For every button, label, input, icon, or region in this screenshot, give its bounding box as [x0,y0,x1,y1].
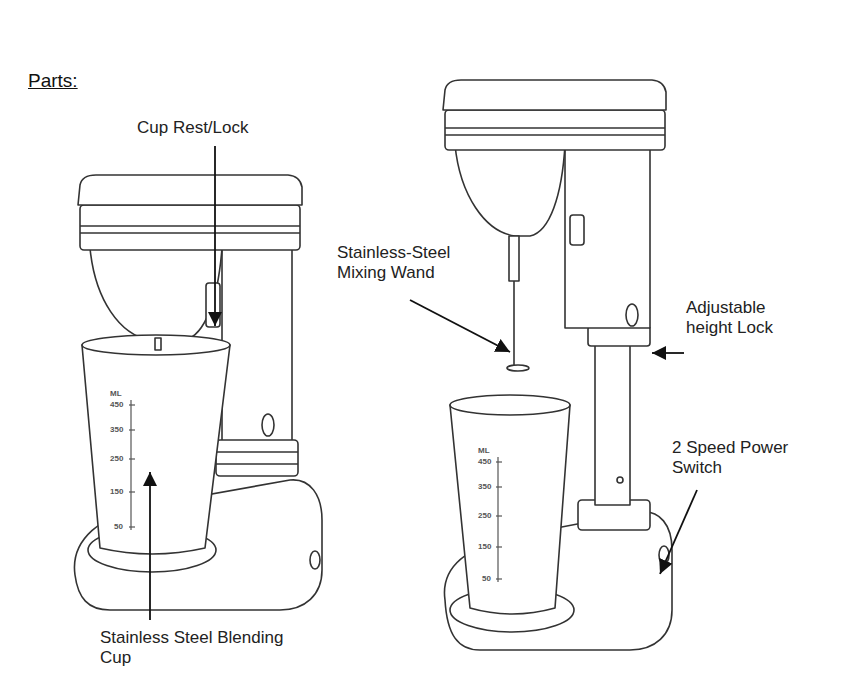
blending-cup [450,405,570,614]
foot [310,551,320,569]
leader-line [410,300,510,352]
scale-mark: ML [478,447,490,455]
cup-rest [206,283,220,327]
collar [588,326,650,346]
scale-mark: 450 [110,401,123,409]
cup-rim [82,335,230,355]
scale-mark: 150 [110,488,123,496]
part-label: Adjustable height Lock [686,298,798,339]
part-label: Stainless Steel Blending Cup [100,628,300,669]
collar-ring [216,451,298,453]
pole-hole [617,477,623,483]
scale-ticks [129,400,135,530]
scale-mark: 50 [482,575,491,583]
head-line [80,225,300,227]
motor-bowl [455,145,565,236]
motor-bowl [90,248,222,340]
scale-mark: 50 [114,523,123,531]
wand-disc [507,365,529,371]
head-band [80,205,300,250]
scale-mark: 150 [478,543,491,551]
head-lid [443,80,666,110]
leader-line [149,472,151,620]
scale-mark: 350 [110,426,123,434]
scale-mark: ML [110,390,122,398]
column [222,245,292,445]
cup-rest [570,215,584,245]
mixing-wand [509,236,519,281]
scale-ticks [496,457,502,582]
head-lid [78,175,302,205]
collar-ring [216,463,298,465]
column [565,145,650,328]
scale-mark: 250 [110,455,123,463]
scale-mark: 450 [478,458,491,466]
scale-mark: 250 [478,512,491,520]
leader-line [660,490,697,574]
part-label: 2 Speed Power Switch [672,438,822,479]
scale-mark: 350 [478,483,491,491]
head-line [80,232,300,234]
head-line [445,134,665,136]
leader-line [214,146,216,326]
lock-oval [626,304,638,326]
leader-line [652,352,684,354]
heading: Parts: [28,70,78,93]
collar [216,440,298,476]
mixing-wand [155,338,161,350]
switch-oval [262,414,274,436]
part-label: Stainless-Steel Mixing Wand [337,243,477,284]
mixing-wand [513,281,515,366]
pole [595,340,630,505]
part-label: Cup Rest/Lock [137,118,297,138]
cup-rim [450,395,570,415]
blending-cup [82,345,230,554]
head-band [445,110,665,150]
head-line [445,127,665,129]
